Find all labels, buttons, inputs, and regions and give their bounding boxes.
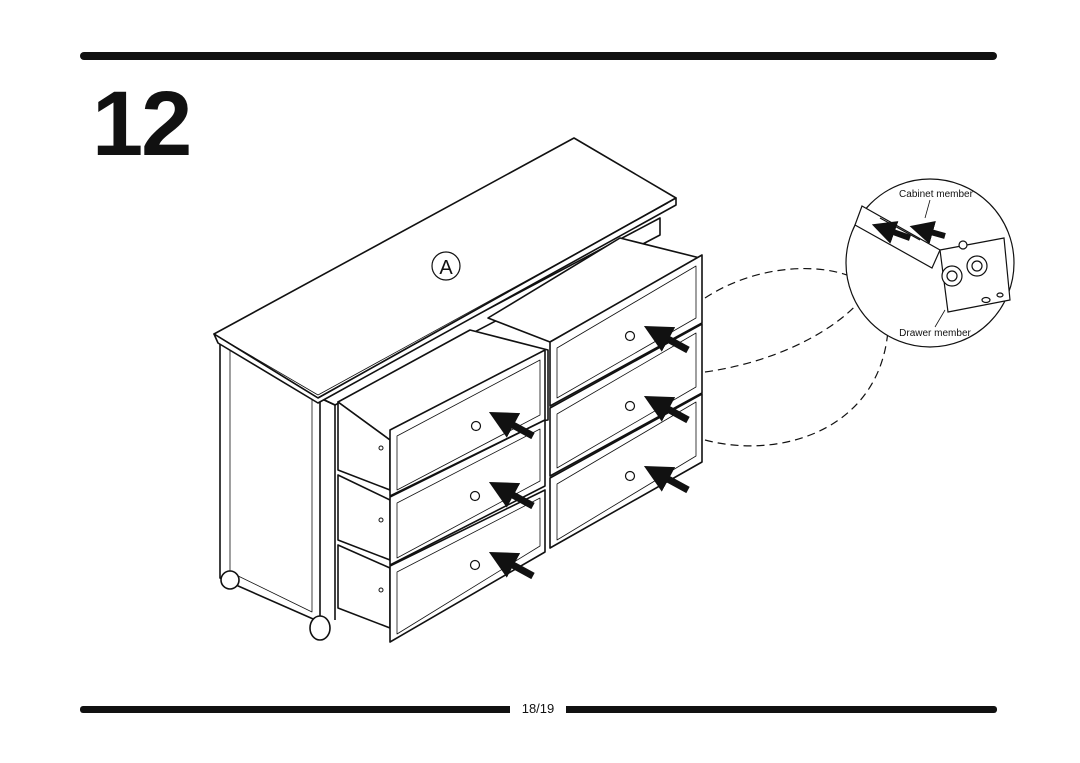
push-arrow-icon	[488, 481, 535, 510]
step-number: 12	[92, 73, 192, 175]
slide-detail	[845, 178, 1015, 348]
knob-icon	[624, 330, 636, 342]
push-arrow-icon	[871, 221, 912, 244]
drawer-right-middle	[549, 323, 703, 477]
cabinet-member-label: Cabinet member	[899, 189, 974, 200]
drawer-right-top	[487, 237, 703, 407]
bottom-rule	[80, 706, 510, 713]
knob-icon	[624, 470, 636, 482]
knob-icon	[469, 559, 481, 571]
dresser-foot	[220, 570, 240, 590]
drawer-right-bottom	[549, 393, 703, 549]
drawer-member-label: Drawer member	[899, 328, 971, 339]
top-rule	[80, 52, 997, 60]
part-a-label: A	[439, 257, 453, 279]
push-arrow-icon	[488, 551, 535, 580]
knob-icon	[624, 400, 636, 412]
page-number: 18/19	[521, 701, 555, 716]
knob-icon	[470, 420, 482, 432]
push-arrow-icon	[643, 325, 690, 354]
drawer-left-middle	[337, 419, 546, 566]
push-arrow-icon	[643, 465, 690, 494]
bottom-rule	[566, 706, 997, 713]
drawer-left-bottom	[337, 489, 546, 643]
knob-icon	[469, 490, 481, 502]
push-arrow-icon	[643, 395, 690, 424]
push-arrow-icon	[488, 411, 535, 440]
push-arrow-icon	[909, 221, 946, 245]
part-a-callout: A	[431, 251, 461, 281]
dresser-foot	[309, 615, 331, 641]
